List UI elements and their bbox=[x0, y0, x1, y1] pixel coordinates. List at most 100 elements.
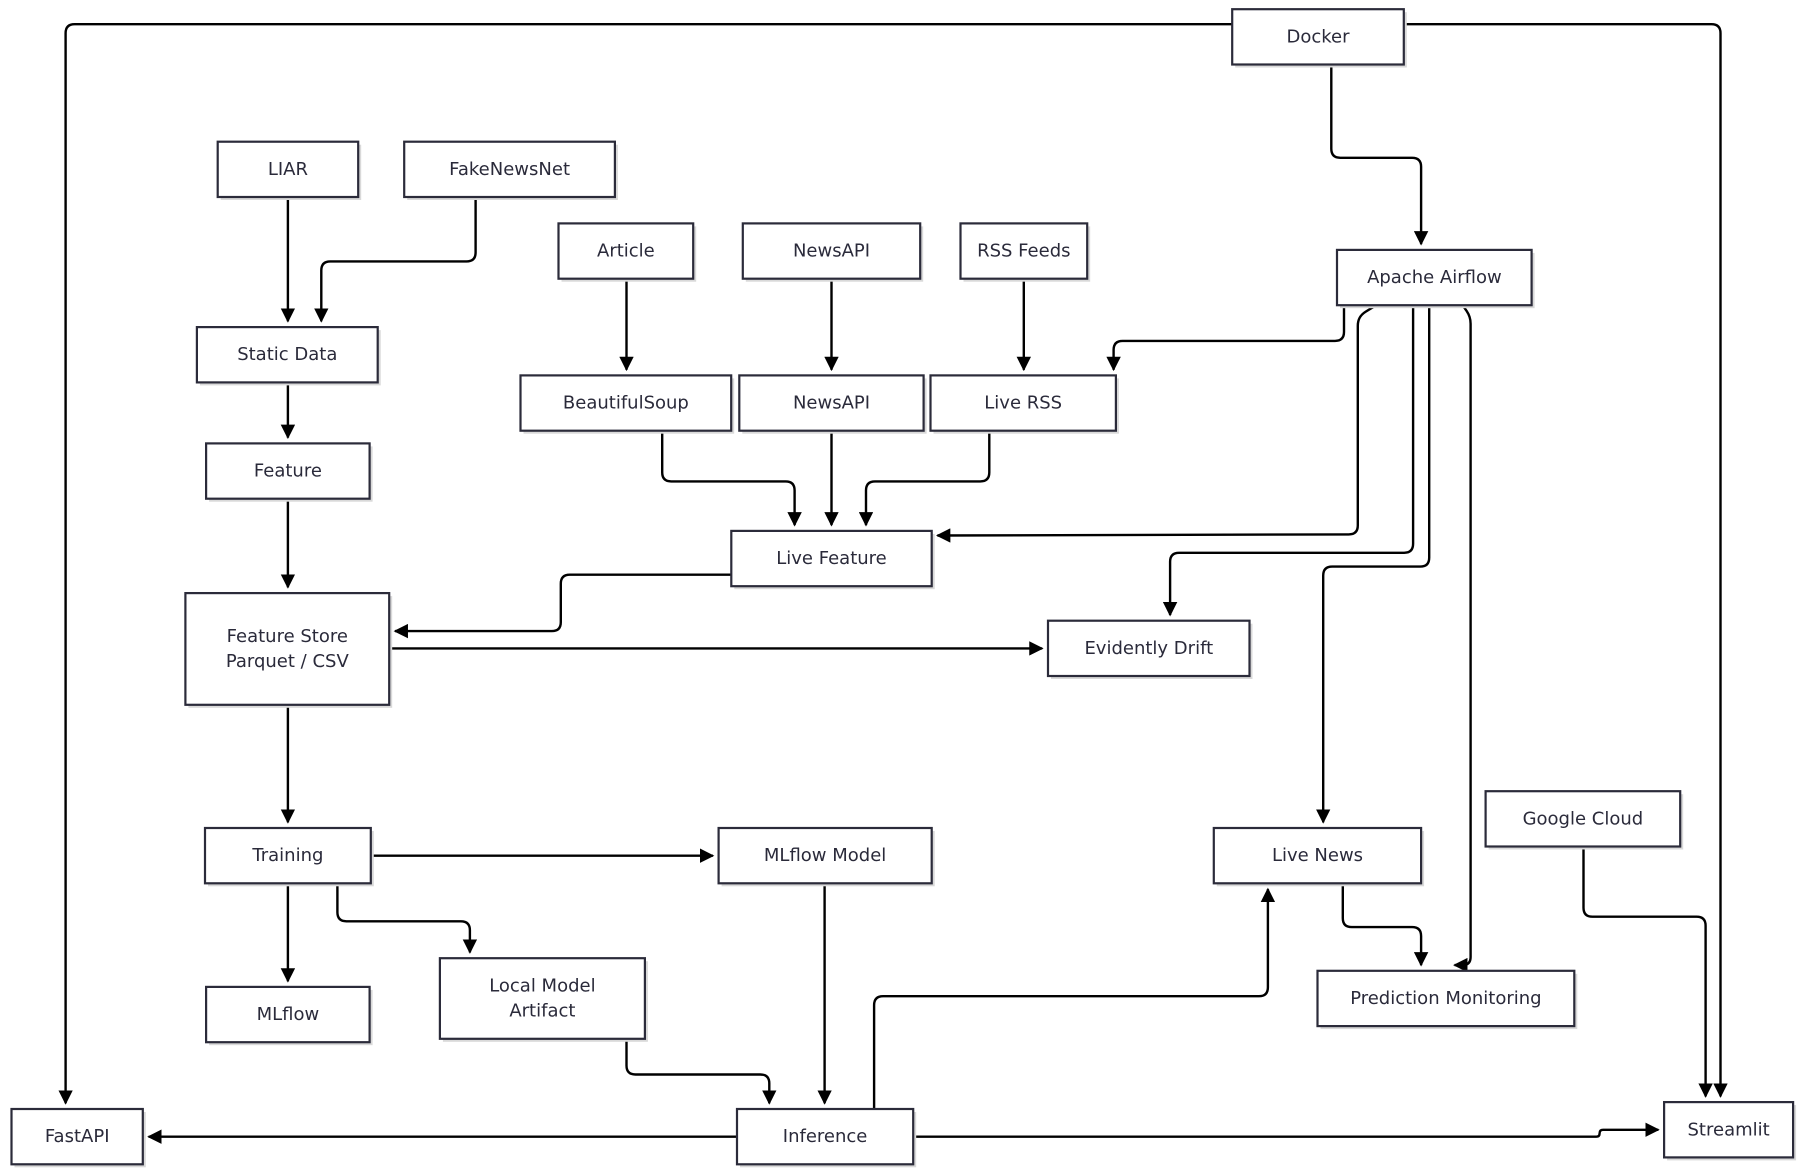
node-label: Live RSS bbox=[984, 393, 1062, 414]
node-label: Streamlit bbox=[1688, 1119, 1770, 1140]
node-box[interactable] bbox=[216, 140, 360, 199]
node-box[interactable] bbox=[1316, 969, 1576, 1028]
node-box[interactable] bbox=[1212, 826, 1423, 885]
node-box[interactable] bbox=[929, 374, 1117, 432]
edge-arrow bbox=[1316, 305, 1431, 824]
edges-layer bbox=[58, 23, 1728, 1144]
edge-google-cloud-to-streamlit bbox=[1582, 846, 1713, 1098]
edge-arrow bbox=[661, 430, 802, 527]
node-box[interactable] bbox=[195, 326, 379, 384]
node-training[interactable]: Training bbox=[203, 826, 374, 887]
edge-arrow bbox=[1582, 846, 1713, 1098]
node-article[interactable]: Article bbox=[557, 222, 697, 282]
node-box[interactable] bbox=[10, 1107, 144, 1166]
node-label: MLflow bbox=[257, 1004, 320, 1025]
node-box[interactable] bbox=[730, 529, 933, 588]
edge-arrow bbox=[872, 887, 1276, 1109]
edge-docker-to-fastapi bbox=[58, 23, 1233, 1105]
node-box[interactable] bbox=[738, 374, 925, 432]
edge-inference-to-streamlit bbox=[913, 1122, 1660, 1138]
node-label: Google Cloud bbox=[1523, 808, 1644, 829]
node-label: MLflow Model bbox=[764, 845, 886, 866]
edge-arrow bbox=[314, 196, 477, 323]
node-box[interactable] bbox=[205, 985, 371, 1044]
node-evidently-drift[interactable]: Evidently Drift bbox=[1046, 619, 1253, 679]
node-static-data[interactable]: Static Data bbox=[195, 326, 381, 386]
node-label: NewsAPI bbox=[793, 393, 870, 414]
node-newsapi-ingest[interactable]: NewsAPI bbox=[738, 374, 927, 434]
edge-arrow bbox=[1162, 305, 1415, 617]
node-newsapi-source[interactable]: NewsAPI bbox=[741, 222, 924, 282]
node-label: NewsAPI bbox=[793, 241, 870, 262]
node-mlflow[interactable]: MLflow bbox=[205, 985, 373, 1046]
node-streamlit[interactable]: Streamlit bbox=[1662, 1100, 1797, 1161]
edge-inference-to-live-news bbox=[872, 887, 1276, 1109]
edge-arrow bbox=[336, 883, 478, 954]
edge-fakenewsnet-to-static-data bbox=[314, 196, 477, 323]
edge-arrow bbox=[858, 430, 991, 527]
node-fakenewsnet[interactable]: FakeNewsNet bbox=[403, 140, 618, 200]
node-box[interactable] bbox=[1484, 790, 1682, 848]
edge-arrow bbox=[935, 304, 1377, 543]
node-apache-airflow[interactable]: Apache Airflow bbox=[1335, 248, 1535, 309]
node-box[interactable] bbox=[1231, 8, 1405, 66]
node-label: Live News bbox=[1272, 845, 1363, 866]
node-liar[interactable]: LIAR bbox=[216, 140, 362, 200]
node-label: Artifact bbox=[509, 1001, 575, 1022]
node-beautifulsoup[interactable]: BeautifulSoup bbox=[519, 374, 735, 434]
node-box[interactable] bbox=[735, 1107, 915, 1166]
edge-live-rss-to-live-feature bbox=[858, 430, 991, 527]
node-label: Article bbox=[597, 241, 655, 262]
node-box[interactable] bbox=[1662, 1100, 1795, 1159]
node-label: Inference bbox=[783, 1126, 868, 1147]
node-box[interactable] bbox=[184, 591, 391, 706]
node-prediction-monitoring[interactable]: Prediction Monitoring bbox=[1316, 969, 1578, 1030]
node-label: FakeNewsNet bbox=[449, 159, 570, 180]
node-rss-feeds[interactable]: RSS Feeds bbox=[959, 222, 1091, 282]
node-label: Feature Store bbox=[227, 626, 348, 647]
node-feature[interactable]: Feature bbox=[205, 442, 373, 502]
node-docker[interactable]: Docker bbox=[1231, 8, 1407, 68]
node-live-rss[interactable]: Live RSS bbox=[929, 374, 1119, 434]
edge-apache-airflow-to-live-news bbox=[1316, 305, 1431, 824]
node-box[interactable] bbox=[741, 222, 922, 280]
node-label: Static Data bbox=[237, 344, 337, 365]
edge-apache-airflow-to-live-feature bbox=[935, 304, 1377, 543]
edge-docker-to-apache-airflow bbox=[1330, 64, 1429, 246]
edge-arrow bbox=[913, 1122, 1660, 1138]
edge-live-feature-to-feature-store bbox=[393, 573, 732, 639]
node-box[interactable] bbox=[959, 222, 1089, 280]
node-live-feature[interactable]: Live Feature bbox=[730, 529, 935, 590]
edge-live-news-to-prediction-monitoring bbox=[1341, 883, 1429, 967]
edge-arrow bbox=[1453, 304, 1472, 973]
node-box[interactable] bbox=[205, 442, 371, 500]
node-label: Docker bbox=[1286, 26, 1350, 47]
node-google-cloud[interactable]: Google Cloud bbox=[1484, 790, 1684, 850]
node-box[interactable] bbox=[519, 374, 733, 432]
edge-apache-airflow-to-prediction-monitoring bbox=[1453, 304, 1472, 973]
node-fastapi[interactable]: FastAPI bbox=[10, 1107, 146, 1168]
edge-arrow bbox=[625, 1038, 777, 1105]
edge-training-to-local-model-artifact bbox=[336, 883, 478, 954]
node-label: FastAPI bbox=[45, 1126, 110, 1147]
node-box[interactable] bbox=[717, 826, 933, 885]
node-live-news[interactable]: Live News bbox=[1212, 826, 1425, 887]
node-box[interactable] bbox=[403, 140, 617, 199]
node-box[interactable] bbox=[557, 222, 695, 280]
edge-local-model-artifact-to-inference bbox=[625, 1038, 777, 1105]
edge-apache-airflow-to-evidently-drift bbox=[1162, 305, 1415, 617]
node-box[interactable] bbox=[1335, 248, 1533, 307]
node-inference[interactable]: Inference bbox=[735, 1107, 917, 1168]
node-box[interactable] bbox=[203, 826, 372, 885]
node-mlflow-model[interactable]: MLflow Model bbox=[717, 826, 935, 887]
edge-arrow bbox=[393, 573, 732, 639]
edge-arrow bbox=[1106, 305, 1346, 372]
node-box[interactable] bbox=[438, 957, 646, 1040]
node-box[interactable] bbox=[1046, 619, 1251, 678]
edge-docker-to-streamlit bbox=[1403, 23, 1728, 1098]
node-label: LIAR bbox=[268, 159, 308, 180]
